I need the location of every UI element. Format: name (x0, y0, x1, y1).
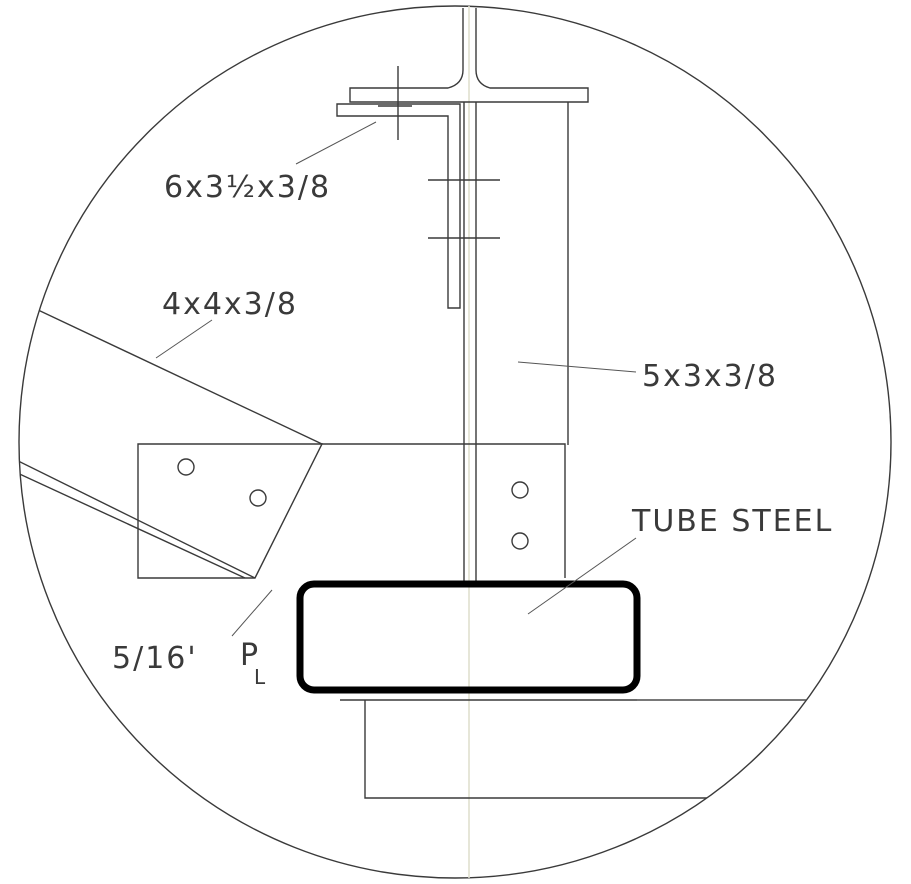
top-tee-section (349, 8, 589, 103)
label-plate-p: P (240, 638, 260, 673)
gusset-plate (137, 443, 324, 579)
lower-beam (340, 699, 891, 799)
tube-steel (296, 580, 641, 694)
label-brace-angle: 4x4x3/8 (162, 287, 298, 322)
bolt-holes (177, 458, 529, 550)
label-plate-size: 5/16' (112, 641, 198, 676)
leader-lines (155, 121, 637, 637)
detail-circle (18, 5, 892, 879)
bolt-marks (378, 66, 500, 239)
label-tube-steel: TUBE STEEL (631, 504, 833, 539)
connection-plate (322, 443, 566, 578)
label-plate-l: L (254, 665, 266, 689)
label-clip-angle: 6x3½x3/8 (164, 170, 331, 205)
post-angle (463, 102, 569, 582)
clip-angle (336, 103, 461, 309)
label-post-angle: 5x3x3/8 (642, 359, 778, 394)
brace-angle (19, 291, 323, 579)
